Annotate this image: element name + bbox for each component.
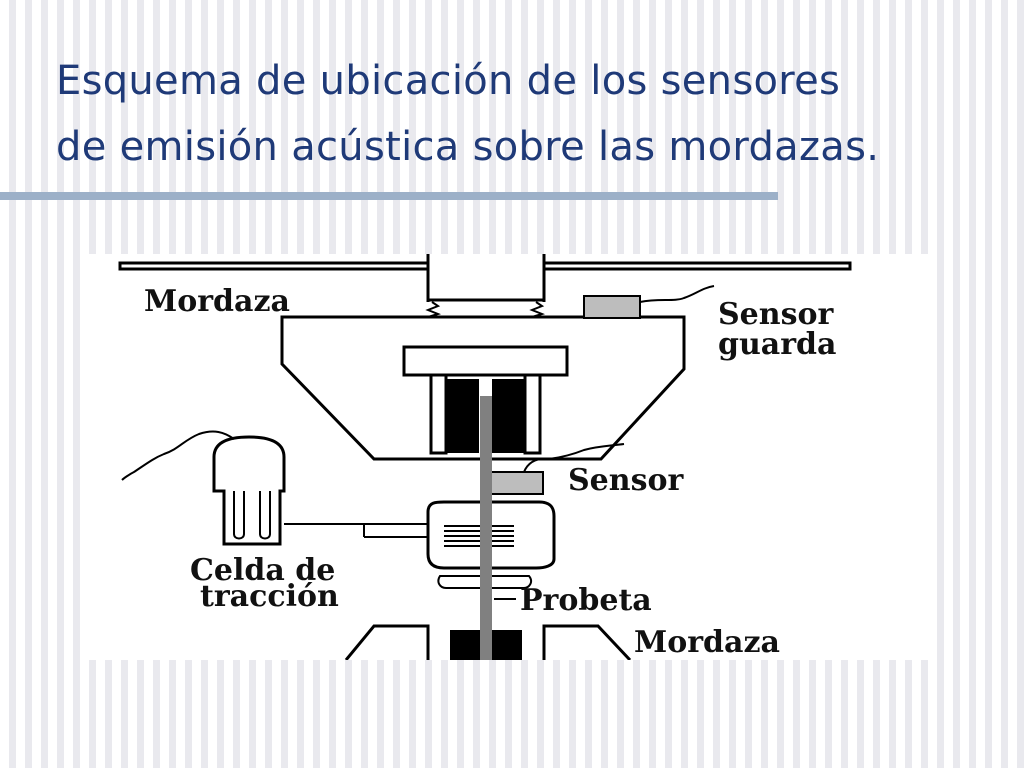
- label-mordaza-top: Mordaza: [144, 284, 290, 319]
- specimen: [480, 396, 492, 660]
- sensor-diagram: Mordaza Sensor guarda Sensor Celda de tr…: [84, 254, 935, 660]
- slide-title: Esquema de ubicación de los sensores de …: [56, 48, 1006, 180]
- top-crossbar: [118, 254, 852, 302]
- load-cell-inner: [233, 491, 271, 540]
- grip-cap: [402, 345, 569, 377]
- title-divider: [0, 192, 778, 200]
- jaw-right: [492, 379, 525, 453]
- grip-left-bar: [429, 373, 448, 455]
- jaw-left: [446, 379, 479, 453]
- label-celda-1: Celda de: [190, 553, 335, 588]
- sensor: [490, 471, 544, 495]
- guard-sensor-wire: [639, 285, 715, 303]
- label-mordaza-bottom: Mordaza: [634, 625, 780, 660]
- label-celda-2: tracción: [200, 579, 339, 614]
- title-line-2: de emisión acústica sobre las mordazas.: [56, 124, 880, 170]
- lower-jaw-right: [492, 630, 522, 660]
- load-cell-wire: [121, 430, 235, 481]
- grip-right-bar: [523, 373, 542, 455]
- load-cell-tube: [212, 435, 286, 546]
- spring-left: [425, 301, 546, 318]
- label-probeta: Probeta: [520, 583, 652, 618]
- sensor-wire: [523, 443, 625, 473]
- lower-jaw-left: [450, 630, 480, 660]
- label-sensor-guarda-1: Sensor: [718, 297, 834, 332]
- label-sensor: Sensor: [568, 463, 684, 498]
- upper-grip: [280, 315, 686, 461]
- label-sensor-guarda-2: guarda: [718, 327, 836, 362]
- title-line-1: Esquema de ubicación de los sensores: [56, 58, 841, 104]
- guard-sensor: [583, 295, 641, 319]
- tension-cell-coil: [444, 525, 514, 547]
